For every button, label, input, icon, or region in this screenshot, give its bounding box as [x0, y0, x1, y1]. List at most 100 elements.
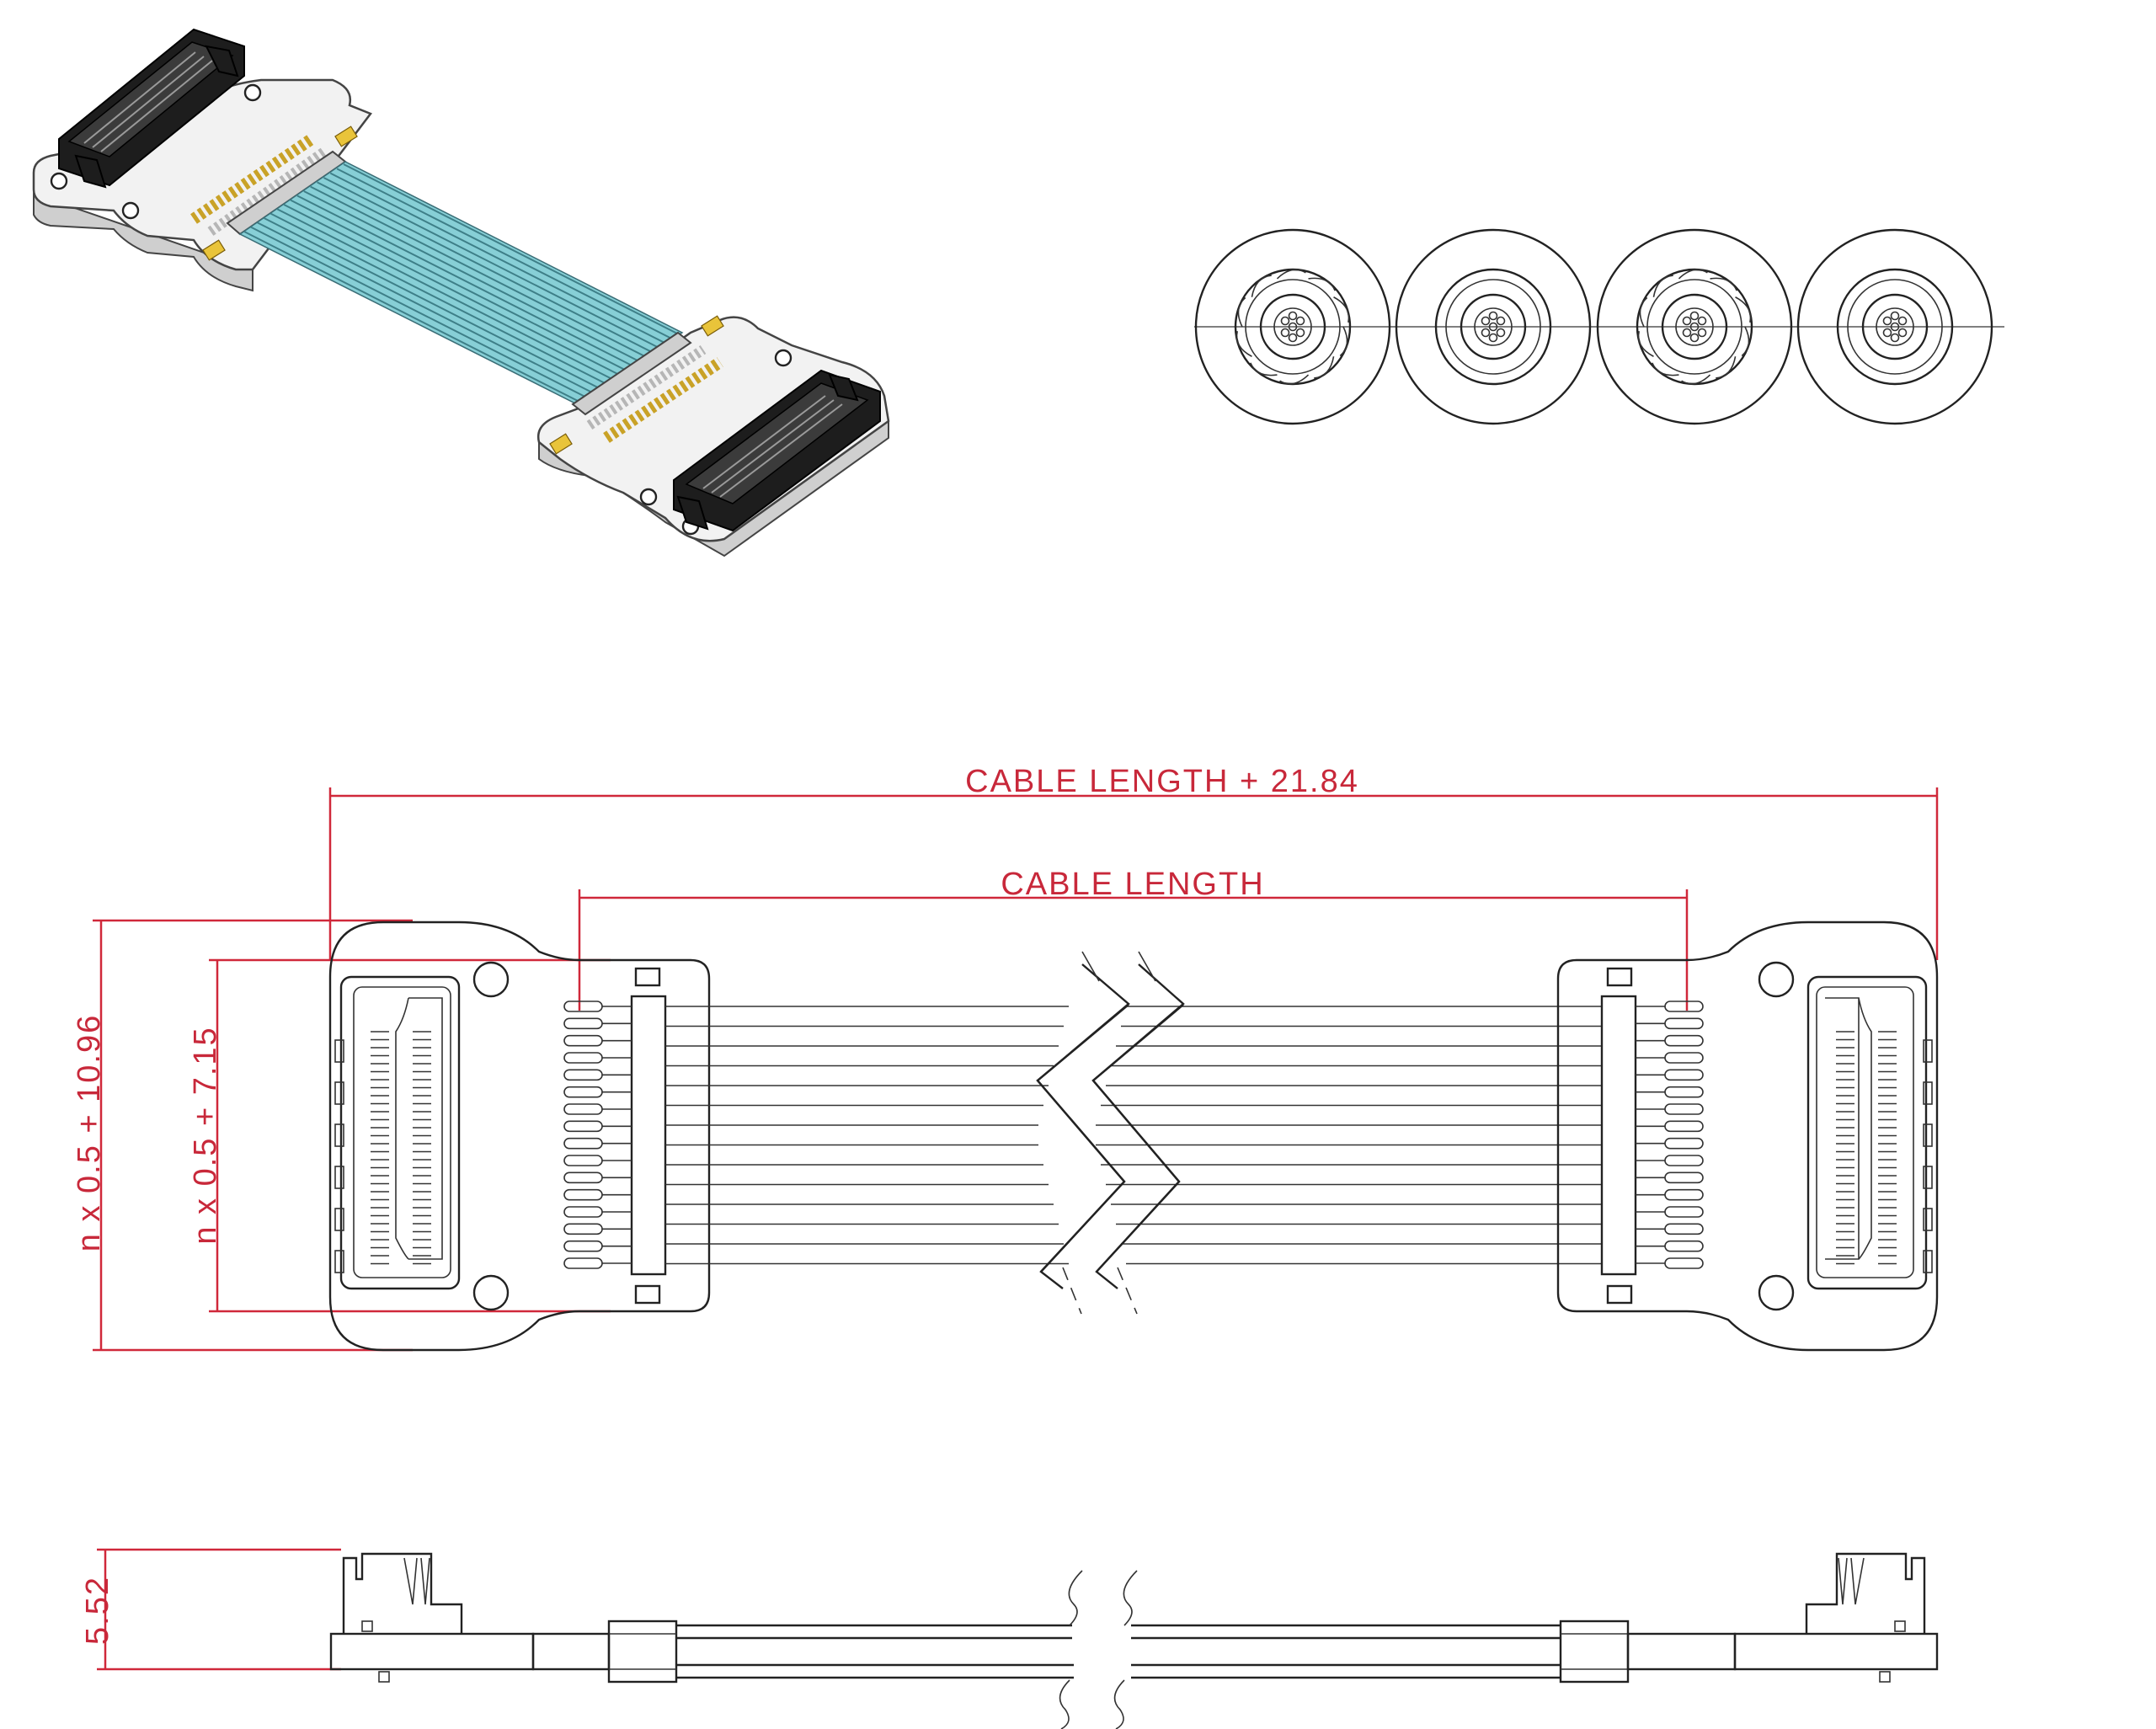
contact-finger [563, 1001, 603, 1012]
iso-wire [290, 199, 628, 372]
dimension-height: 5.52 [80, 1548, 341, 1671]
connector-latch-tab [1923, 1039, 1933, 1063]
coax-strand [1890, 322, 1900, 332]
coax-strand [1682, 328, 1692, 338]
coax-conductor [1876, 307, 1914, 346]
coax-strand [1890, 333, 1900, 343]
break-line [1091, 963, 1185, 1289]
break-line [1036, 963, 1130, 1289]
contact-finger [1664, 1052, 1704, 1064]
coax-conductor [1675, 307, 1714, 346]
connector-latch-tab [1923, 1208, 1933, 1231]
top-left-connector [334, 975, 461, 1290]
coax-braid [1637, 330, 1654, 357]
connector-latch-tab [1923, 1250, 1933, 1273]
contact-finger [563, 1034, 603, 1047]
iso-wire [250, 226, 589, 399]
coax-strand [1689, 311, 1700, 321]
coax-braid [1308, 277, 1336, 291]
coax-strand [1897, 316, 1908, 326]
dimension-inner-width: n x 0.5 + 7.15 [188, 958, 611, 1313]
coax-conductor [1474, 307, 1513, 346]
contact-finger [563, 1086, 603, 1098]
coax-dielectric [1259, 293, 1326, 360]
coax-dielectric-outer [1445, 279, 1541, 375]
coax-cross-section [1194, 228, 2004, 425]
coax-jacket [1596, 228, 1793, 425]
contact-finger [1664, 1034, 1704, 1047]
contact-finger [1664, 1257, 1704, 1269]
coax-dielectric-outer [1646, 279, 1742, 375]
contact-finger [563, 1069, 603, 1081]
contact-finger [563, 1017, 603, 1030]
iso-wire [329, 172, 668, 345]
coax-braid [1235, 330, 1252, 357]
coax-braid [1279, 374, 1310, 385]
coax-dielectric [1861, 293, 1929, 360]
coax-braid [1741, 326, 1750, 357]
coax-braid [1339, 326, 1348, 357]
top-right-connector [1806, 975, 1933, 1290]
coax-braid [1251, 275, 1272, 297]
coax-strand [1481, 328, 1491, 338]
coax-strand [1280, 316, 1290, 326]
iso-wire [323, 177, 661, 350]
coax-cable [1596, 228, 1793, 425]
contact-finger [563, 1257, 603, 1269]
coax-dielectric-outer [1245, 279, 1341, 375]
contact-finger [1664, 1001, 1704, 1012]
contact-finger [1664, 1223, 1704, 1235]
top-view: CABLE LENGTH + 21.84 CABLE LENGTH n x 0.… [72, 764, 1939, 1352]
coax-braid [1652, 275, 1673, 297]
iso-wire [264, 217, 602, 390]
coax-strand [1697, 316, 1707, 326]
iso-wire [310, 185, 648, 359]
coax-jacket [1796, 228, 1993, 425]
contact-finger [1664, 1188, 1704, 1201]
contact-finger [563, 1240, 603, 1252]
coax-dielectric [1661, 293, 1728, 360]
connector-latch-tab [334, 1039, 344, 1063]
contact-finger [563, 1223, 603, 1235]
connector-latch-tab [1923, 1081, 1933, 1105]
coax-jacket [1395, 228, 1592, 425]
contact-finger [563, 1155, 603, 1166]
connector-latch-tab [1923, 1123, 1933, 1147]
coax-cable [1194, 228, 1391, 425]
connector-latch-tab [334, 1250, 344, 1273]
contact-finger [1664, 1017, 1704, 1030]
iso-wire [336, 168, 675, 341]
top-right-board [1556, 921, 1939, 1352]
coax-braid [1716, 356, 1737, 379]
contact-finger [1664, 1137, 1704, 1150]
connector-latch-tab [334, 1166, 344, 1189]
contact-finger [563, 1052, 603, 1064]
coax-dielectric-outer [1847, 279, 1943, 375]
outer-width-label: n x 0.5 + 10.96 [72, 1014, 107, 1251]
coax-braid [1276, 269, 1306, 280]
iso-wire [317, 181, 654, 355]
coax-strand [1897, 328, 1908, 338]
iso-ribbon-cable [238, 161, 684, 405]
coax-braid [1678, 269, 1708, 280]
connector-latch-tab [1923, 1166, 1933, 1189]
coax-strand [1288, 333, 1298, 343]
coax-strand [1488, 333, 1498, 343]
coax-cable [1395, 228, 1592, 425]
iso-wire [276, 208, 615, 382]
side-view: 5.52 [80, 1548, 1939, 1729]
coax-braid [1314, 356, 1335, 379]
iso-left-connector [58, 28, 245, 189]
coax-braid [1652, 362, 1679, 376]
coax-jacket [1194, 228, 1391, 425]
coax-braid [1237, 296, 1246, 328]
contact-finger [1664, 1086, 1704, 1098]
inner-width-label: n x 0.5 + 7.15 [188, 1026, 223, 1244]
dimension-cable-length: CABLE LENGTH [578, 867, 1689, 1011]
coax-strand [1481, 316, 1491, 326]
iso-wire [343, 163, 681, 336]
coax-strand [1288, 322, 1298, 332]
coax-strand [1697, 328, 1707, 338]
top-ribbon-wires [665, 951, 1602, 1315]
contact-finger [563, 1103, 603, 1115]
